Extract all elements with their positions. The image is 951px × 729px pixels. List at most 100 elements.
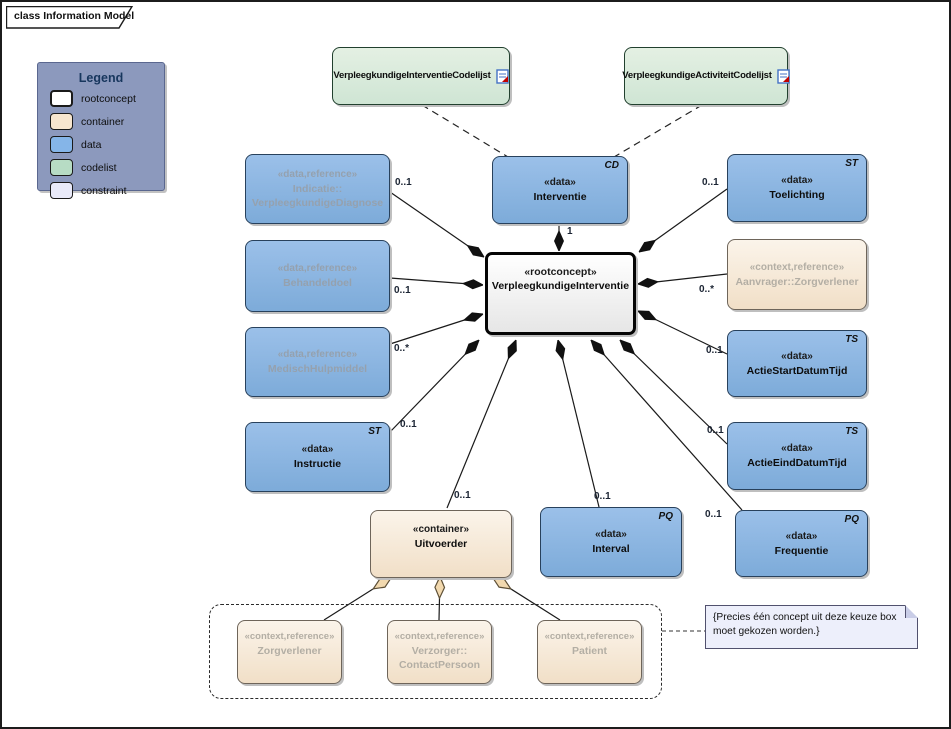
document-icon [777, 68, 790, 84]
node-verpleegkundige-activiteit-codelijst[interactable]: VerpleegkundigeActiviteitCodelijst [622, 47, 790, 105]
legend-title: Legend [78, 71, 124, 85]
stereotype: «data» [781, 350, 813, 362]
stereotype: «rootconcept» [524, 266, 597, 278]
constraint-note-text: {Precies één concept uit deze keuze box … [713, 612, 897, 637]
node-name: Toelichting [769, 189, 825, 201]
legend-swatch-container [50, 113, 73, 130]
legend-swatch-constraint [50, 182, 73, 199]
node-name: Interventie [533, 191, 587, 203]
multiplicity-behandeldoel: 0..1 [394, 285, 411, 296]
legend-item-label: rootconcept [81, 92, 136, 105]
multiplicity-interval: 0..1 [594, 491, 611, 502]
legend-item-rootconcept: rootconcept [50, 89, 164, 108]
node-name: ContactPersoon [398, 659, 481, 671]
node-name: Patient [571, 645, 607, 657]
node-name: Behandeldoel [283, 277, 352, 289]
node-name: MedischHulpmiddel [267, 363, 368, 375]
node-zorgverlener[interactable]: «context,reference» Zorgverlener [237, 620, 342, 684]
node-medisch-hulpmiddel[interactable]: «data,reference» MedischHulpmiddel [245, 327, 390, 397]
node-name: Instructie [293, 458, 342, 470]
legend-item-label: data [81, 138, 102, 151]
stereotype: «data» [785, 530, 818, 542]
legend-item-data: data [50, 135, 164, 154]
stereotype: «context,reference» [244, 631, 335, 642]
multiplicity-actie-start: 0..1 [706, 345, 723, 356]
stereotype: «data,reference» [277, 349, 358, 360]
node-verpleegkundige-interventie-rootconcept[interactable]: «rootconcept» VerpleegkundigeInterventie [485, 252, 636, 335]
node-name: Indicatie:: [292, 183, 343, 195]
node-name: Frequentie [774, 544, 829, 557]
type-tag: PQ [844, 514, 859, 525]
multiplicity-uitvoerder: 0..1 [454, 490, 471, 501]
node-interventie[interactable]: CD «data» Interventie [492, 156, 628, 224]
legend-item-codelist: codelist [50, 158, 164, 177]
note-fold-corner [905, 605, 918, 618]
node-frequentie[interactable]: PQ «data» Frequentie [735, 510, 868, 577]
legend-swatch-rootconcept [50, 90, 73, 107]
edge-interval [558, 340, 600, 508]
diagram-title: class Information Model [14, 10, 135, 22]
node-toelichting[interactable]: ST «data» Toelichting [727, 154, 867, 222]
multiplicity-medisch-hulpmiddel: 0..* [394, 343, 410, 354]
stereotype: «data,reference» [277, 263, 358, 274]
stereotype: «data» [301, 444, 334, 455]
legend-item-constraint: constraint [50, 181, 164, 200]
multiplicity-aanvrager: 0..* [699, 284, 715, 295]
legend-item-label: codelist [81, 161, 117, 174]
type-tag: CD [604, 160, 619, 171]
node-name: Aanvrager::Zorgverlener [735, 275, 859, 288]
node-name: Verzorger:: [411, 645, 468, 657]
type-tag: TS [845, 334, 858, 345]
node-behandeldoel[interactable]: «data,reference» Behandeldoel [245, 240, 390, 312]
legend-item-label: container [81, 115, 125, 128]
stereotype: «data» [544, 177, 576, 188]
node-actie-eind-datum-tijd[interactable]: TS «data» ActieEindDatumTijd [727, 422, 867, 490]
node-verpleegkundige-interventie-codelijst[interactable]: VerpleegkundigeInterventieCodelijst [332, 47, 510, 105]
legend-swatch-codelist [50, 159, 73, 176]
node-interval[interactable]: PQ «data» Interval [540, 507, 682, 577]
constraint-note[interactable]: {Precies één concept uit deze keuze box … [705, 605, 918, 649]
node-name: VerpleegkundigeActiviteitCodelijst [622, 70, 772, 81]
node-indicatie-verpleegkundige-diagnose[interactable]: «data,reference» Indicatie:: Verpleegkun… [245, 154, 390, 224]
stereotype: «container» [412, 524, 470, 535]
node-aanvrager-zorgverlener[interactable]: «context,reference» Aanvrager::Zorgverle… [727, 239, 867, 310]
frame-tab-shape [5, 5, 134, 29]
edge-codelijst2-interventie [613, 104, 703, 158]
node-uitvoerder[interactable]: «container» Uitvoerder [370, 510, 512, 578]
node-name: Zorgverlener [257, 645, 322, 657]
multiplicity-actie-eind: 0..1 [707, 425, 724, 436]
stereotype: «data» [781, 175, 813, 186]
choice-box [209, 604, 662, 699]
node-name: VerpleegkundigeInterventieCodelijst [333, 70, 491, 81]
node-actie-start-datum-tijd[interactable]: TS «data» ActieStartDatumTijd [727, 330, 867, 397]
legend-swatch-data [50, 136, 73, 153]
multiplicity-interventie: 1 [567, 226, 573, 237]
node-name: Interval [592, 543, 630, 555]
node-name: ActieStartDatumTijd [746, 364, 848, 377]
multiplicity-frequentie: 0..1 [705, 509, 722, 520]
edge-indicatie [389, 191, 484, 257]
legend-item-container: container [50, 112, 164, 131]
stereotype: «data,reference» [277, 169, 358, 180]
edge-behandeldoel [389, 277, 483, 285]
type-tag: PQ [658, 511, 673, 522]
type-tag: TS [845, 426, 858, 437]
node-name: ActieEindDatumTijd [747, 457, 847, 469]
node-name: VerpleegkundigeDiagnose [251, 197, 384, 209]
node-name: VerpleegkundigeInterventie [491, 280, 630, 292]
legend: Legend rootconcept container data codeli… [37, 62, 165, 199]
legend-item-label: constraint [81, 184, 127, 197]
node-instructie[interactable]: ST «data» Instructie [245, 422, 390, 492]
type-tag: ST [368, 426, 381, 437]
frame-tab: class Information Model [5, 5, 146, 29]
multiplicity-indicatie: 0..1 [395, 177, 412, 188]
node-verzorger-contactpersoon[interactable]: «context,reference» Verzorger:: ContactP… [387, 620, 492, 684]
stereotype: «data» [781, 443, 813, 454]
type-tag: ST [845, 158, 858, 169]
stereotype: «data» [595, 529, 627, 540]
stereotype: «context,reference» [394, 631, 485, 642]
edge-uitvoerder [446, 340, 516, 509]
node-patient[interactable]: «context,reference» Patient [537, 620, 642, 684]
edge-toelichting [639, 188, 728, 252]
